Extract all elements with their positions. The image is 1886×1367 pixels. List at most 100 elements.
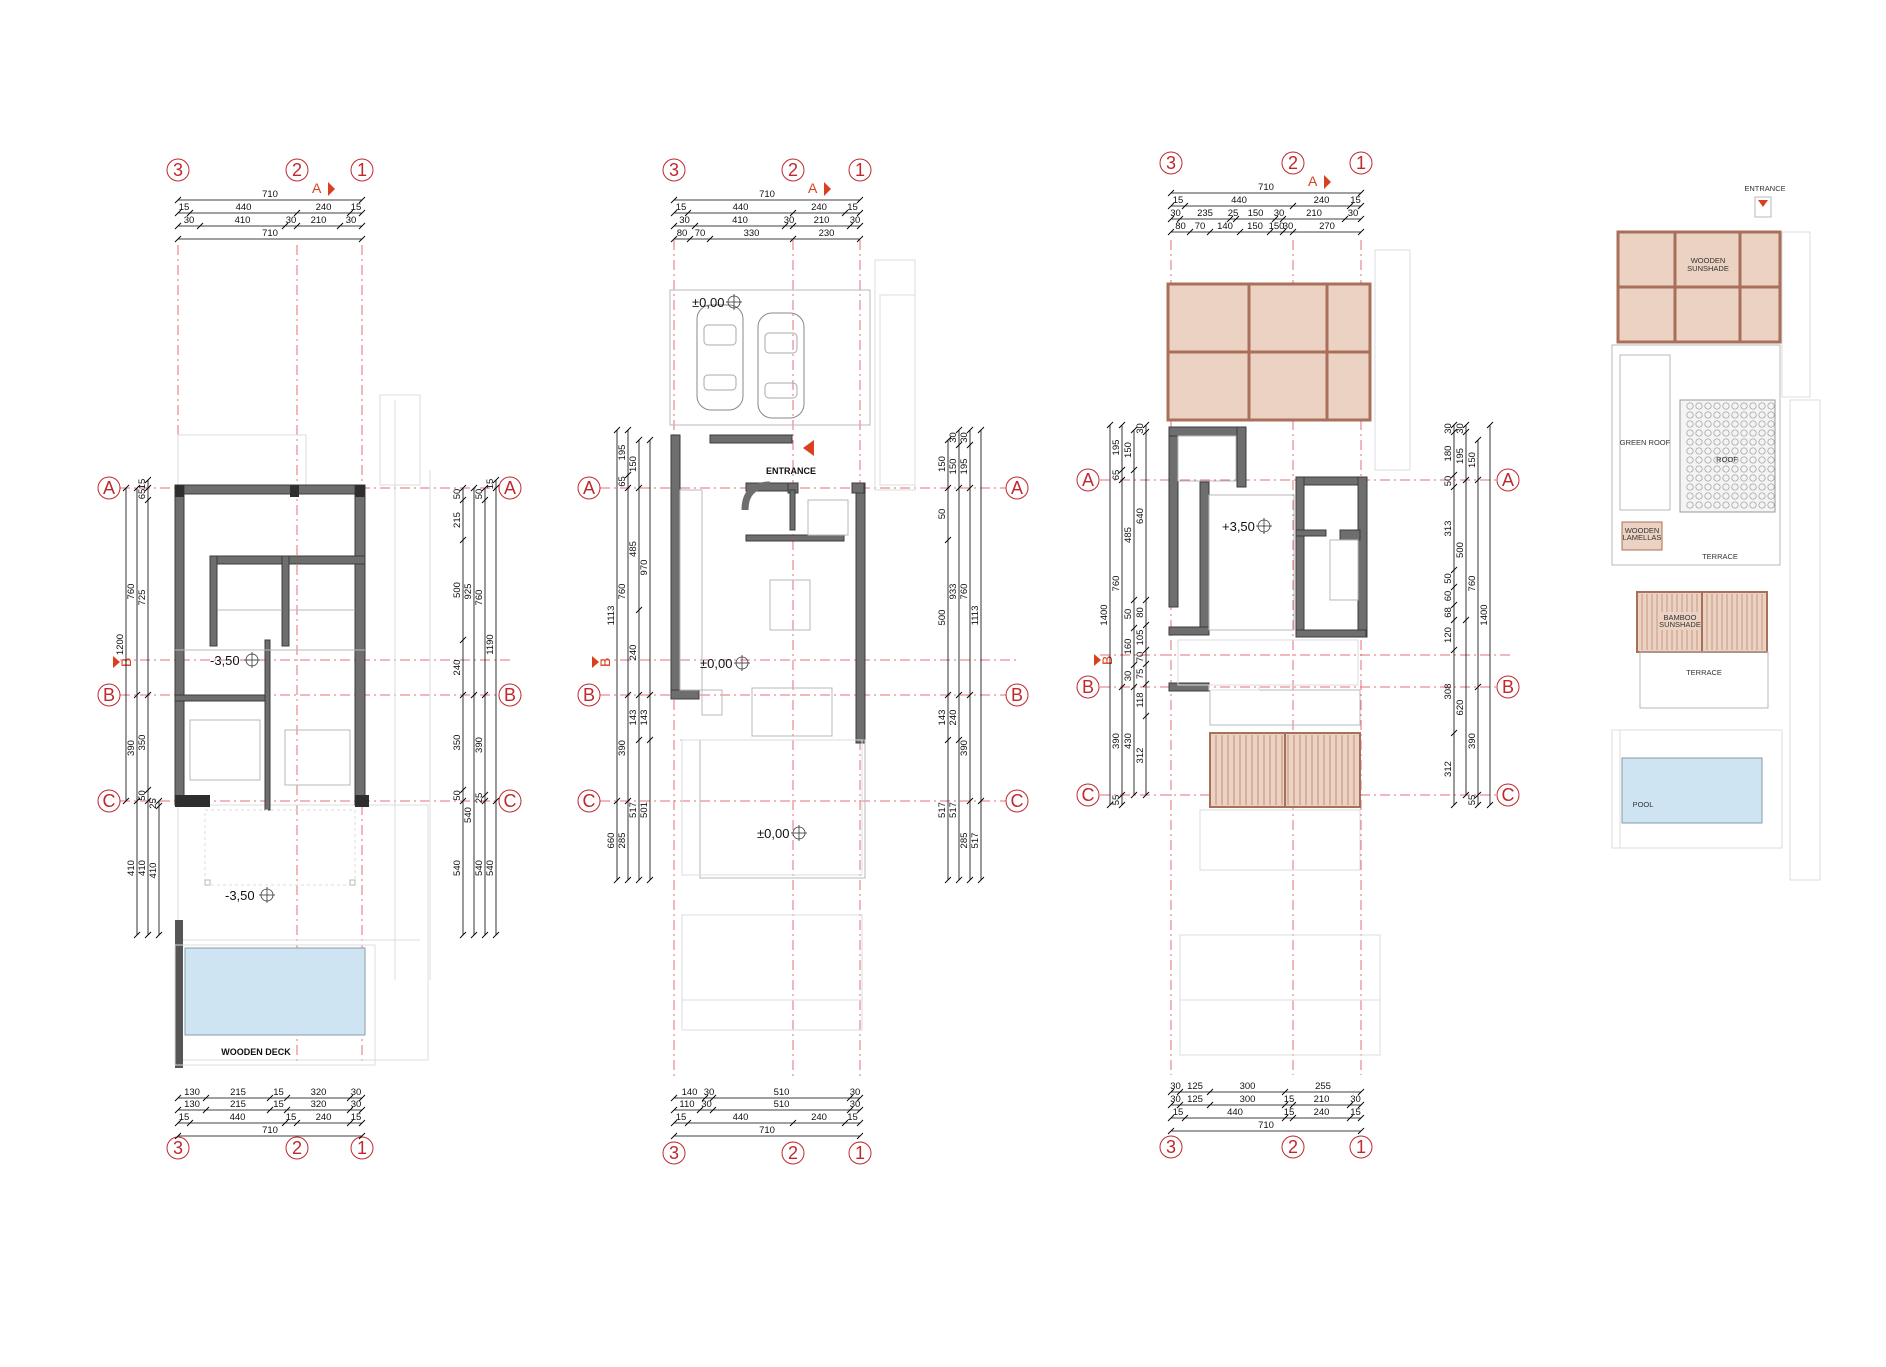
section-arrow-icon: B bbox=[113, 656, 134, 668]
dimension-value: 710 bbox=[262, 228, 278, 239]
dimension-value: 517 bbox=[970, 833, 981, 849]
dimension-value: 105 bbox=[1135, 630, 1146, 646]
svg-text:1: 1 bbox=[855, 160, 865, 180]
dimension-value: 410 bbox=[235, 215, 251, 226]
dimension-value: 55 bbox=[1111, 795, 1122, 806]
svg-text:B: B bbox=[103, 685, 115, 705]
dimension-value: 65 bbox=[617, 476, 628, 487]
dimension-value: 410 bbox=[126, 860, 137, 876]
svg-text:A: A bbox=[1082, 470, 1094, 490]
dimension-value: 30 bbox=[959, 432, 970, 443]
axis-bubble: 2 bbox=[781, 158, 805, 182]
dimension-value: 285 bbox=[959, 833, 970, 849]
level-label: ±0,00 bbox=[692, 295, 724, 310]
dimension-value: 150 bbox=[948, 459, 959, 475]
dimension-value: 160 bbox=[1123, 639, 1134, 655]
dimension-value: 215 bbox=[452, 512, 463, 528]
dimension-value: 410 bbox=[137, 860, 148, 876]
dimension-value: 15 bbox=[179, 1112, 190, 1123]
dimension-value: 300 bbox=[1240, 1094, 1256, 1105]
svg-text:A: A bbox=[504, 478, 516, 498]
axis-bubble: 1 bbox=[350, 158, 374, 182]
dimension-value: 15 bbox=[847, 1112, 858, 1123]
dimension-value: 240 bbox=[1314, 1107, 1330, 1118]
dimension-value: 30 bbox=[1170, 1094, 1181, 1105]
svg-text:3: 3 bbox=[669, 160, 679, 180]
axis-bubble: B bbox=[577, 683, 601, 707]
svg-text:C: C bbox=[103, 791, 116, 811]
axis-bubble: 1 bbox=[350, 1136, 374, 1160]
axis-bubble: 3 bbox=[166, 1136, 190, 1160]
dimension-value: 143 bbox=[639, 710, 650, 726]
dimension-value: 710 bbox=[262, 1125, 278, 1136]
svg-text:2: 2 bbox=[1288, 1137, 1298, 1157]
dimension-value: 140 bbox=[682, 1087, 698, 1098]
car-icon bbox=[696, 304, 744, 411]
dimension-value: 540 bbox=[463, 807, 474, 823]
dimension-value: 240 bbox=[948, 710, 959, 726]
dimension-value: 195 bbox=[959, 459, 970, 475]
dimension-value: 15 bbox=[137, 479, 148, 490]
svg-text:C: C bbox=[1011, 791, 1024, 811]
dimension-value: 80 bbox=[677, 228, 688, 239]
dimension-value: 620 bbox=[1455, 700, 1466, 716]
dimension-value: 312 bbox=[1135, 748, 1146, 764]
dimension-value: 1190 bbox=[485, 634, 496, 654]
svg-text:2: 2 bbox=[788, 160, 798, 180]
axis-bubble: A bbox=[1496, 468, 1520, 492]
dimension-value: 15 bbox=[1173, 195, 1184, 206]
dimension-value: 30 bbox=[1123, 671, 1134, 682]
dimension-value: 15 bbox=[273, 1087, 284, 1098]
dimension-value: 240 bbox=[811, 1112, 827, 1123]
dimension-value: 15 bbox=[273, 1099, 284, 1110]
dimension-value: 30 bbox=[351, 1099, 362, 1110]
dimension-value: 70 bbox=[1195, 221, 1206, 232]
svg-text:A: A bbox=[1011, 478, 1023, 498]
dimension-value: 30 bbox=[1350, 1094, 1361, 1105]
svg-text:3: 3 bbox=[173, 160, 183, 180]
dimension-value: 30 bbox=[850, 1099, 861, 1110]
dimension-value: 30 bbox=[850, 1087, 861, 1098]
dimension-value: 30 bbox=[1135, 423, 1146, 434]
svg-text:A: A bbox=[312, 180, 322, 196]
dimension-value: 140 bbox=[1217, 221, 1233, 232]
entrance-arrow-icon bbox=[1758, 200, 1768, 207]
svg-text:2: 2 bbox=[292, 1138, 302, 1158]
axis-bubble: C bbox=[498, 789, 522, 813]
dimension-value: 68 bbox=[1443, 607, 1454, 618]
dimension-value: 320 bbox=[311, 1087, 327, 1098]
svg-text:A: A bbox=[103, 478, 115, 498]
svg-text:C: C bbox=[504, 791, 517, 811]
section-arrow-icon: A bbox=[808, 180, 831, 196]
sunshade-label: WOODEN bbox=[1691, 256, 1726, 265]
dimension-value: 500 bbox=[452, 582, 463, 598]
dimension-value: 540 bbox=[474, 860, 485, 876]
axis-bubble: 2 bbox=[285, 1136, 309, 1160]
svg-text:B: B bbox=[504, 685, 516, 705]
dimension-value: 240 bbox=[316, 1112, 332, 1123]
dimension-value: 500 bbox=[1455, 542, 1466, 558]
dimension-value: 150 bbox=[1467, 452, 1478, 468]
svg-text:1: 1 bbox=[357, 1138, 367, 1158]
dimension-value: 510 bbox=[774, 1087, 790, 1098]
dimension-value: 30 bbox=[784, 215, 795, 226]
svg-text:2: 2 bbox=[1288, 153, 1298, 173]
dimension-value: 30 bbox=[948, 432, 959, 443]
dimension-value: 230 bbox=[819, 228, 835, 239]
dimension-value: 255 bbox=[1315, 1081, 1331, 1092]
dimension-value: 65 bbox=[1111, 470, 1122, 481]
svg-text:2: 2 bbox=[788, 1143, 798, 1163]
dimension-value: 300 bbox=[1240, 1081, 1256, 1092]
level-label: -3,50 bbox=[225, 888, 255, 903]
svg-text:B: B bbox=[1082, 677, 1094, 697]
dimension-value: 390 bbox=[474, 737, 485, 753]
dimension-value: 195 bbox=[1111, 440, 1122, 456]
dimension-value: 30 bbox=[1348, 208, 1359, 219]
entrance-label: ENTRANCE bbox=[766, 466, 816, 476]
dimension-value: 70 bbox=[1135, 652, 1146, 663]
dimension-value: 30 bbox=[850, 215, 861, 226]
plan-basement: WOODEN DECK -3,50 -3,50 A B 3 2 1 3 2 bbox=[97, 158, 522, 1160]
